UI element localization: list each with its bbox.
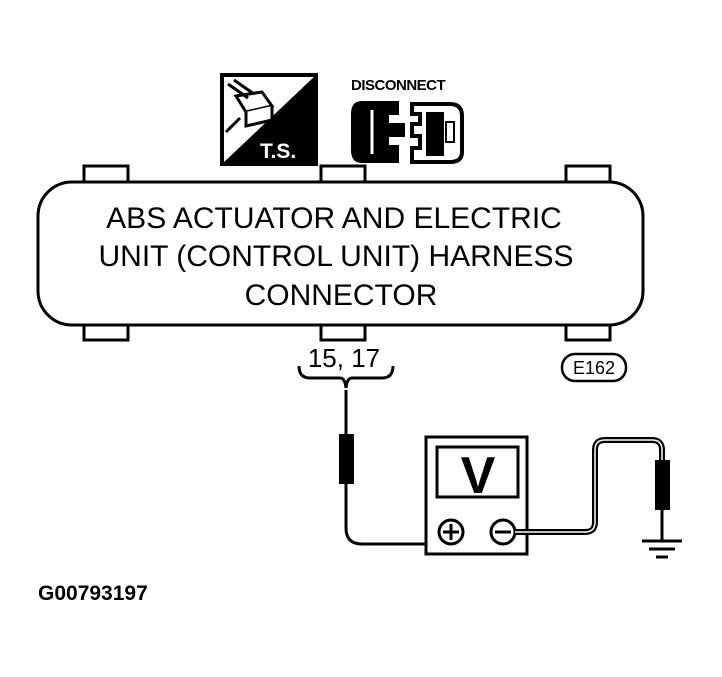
figure-id: G00793197 [38, 582, 148, 605]
connector-code: E162 [573, 358, 615, 378]
ground-icon [642, 539, 682, 559]
disconnect-connector-icon [351, 101, 464, 164]
test-symbol-label: T.S. [260, 140, 296, 163]
voltmeter-display-text: V [461, 447, 496, 505]
connector-title-line-3: CONNECTOR [245, 279, 438, 312]
minus-terminal-icon [489, 518, 517, 546]
connector-latch [319, 164, 367, 185]
pin-numbers: 15, 17 [308, 343, 380, 373]
connector-body [36, 180, 645, 327]
plus-terminal-icon [437, 518, 465, 546]
connector-latch [82, 164, 130, 185]
voltmeter-display [435, 445, 520, 499]
positive-probe-icon [339, 434, 354, 484]
negative-probe-icon [655, 460, 670, 510]
connector-latch [564, 164, 612, 185]
connector-code-badge: E162 [560, 352, 628, 383]
harness-connector: ABS ACTUATOR AND ELECTRIC UNIT (CONTROL … [36, 164, 645, 342]
voltmeter: V [424, 435, 529, 556]
disconnect-symbol: DISCONNECT [351, 77, 464, 164]
negative-probe-lead [515, 437, 670, 540]
test-probe-icon [224, 78, 275, 134]
positive-probe-lead [339, 390, 432, 546]
connector-title-line-2: UNIT (CONTROL UNIT) HARNESS [98, 240, 573, 273]
pin-brace [297, 365, 395, 389]
disconnect-label: DISCONNECT [351, 77, 446, 94]
test-symbol: T.S. [220, 73, 318, 166]
connector-title-line-1: ABS ACTUATOR AND ELECTRIC [106, 202, 562, 235]
